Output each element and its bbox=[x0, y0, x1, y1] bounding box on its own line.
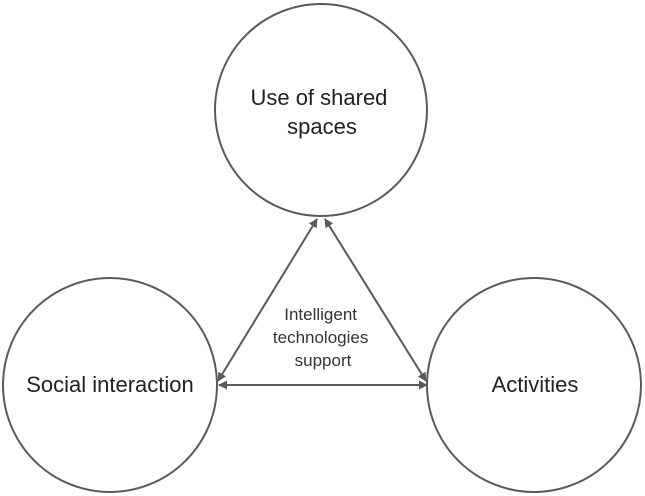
node-label-left-line-1: Social interaction bbox=[26, 372, 194, 397]
node-label-top: Use of shared spaces bbox=[250, 85, 393, 139]
node-label-right-line-1: Activities bbox=[492, 372, 579, 397]
node-use-of-shared-spaces bbox=[214, 3, 428, 217]
edge-top-right-arrow bbox=[324, 218, 427, 382]
node-label-top-line-1: Use of shared bbox=[250, 85, 387, 110]
center-label-line-1: Intelligent bbox=[284, 305, 357, 324]
center-label: Intelligent technologies support bbox=[273, 305, 373, 370]
center-label-line-3: support bbox=[295, 351, 352, 370]
edge-top-left-arrow bbox=[217, 218, 318, 382]
node-label-top-line-2: spaces bbox=[287, 114, 357, 139]
node-social-interaction bbox=[2, 277, 218, 493]
node-label-left: Social interaction bbox=[26, 372, 194, 397]
center-label-line-2: technologies bbox=[273, 328, 368, 347]
node-label-right: Activities bbox=[492, 372, 579, 397]
